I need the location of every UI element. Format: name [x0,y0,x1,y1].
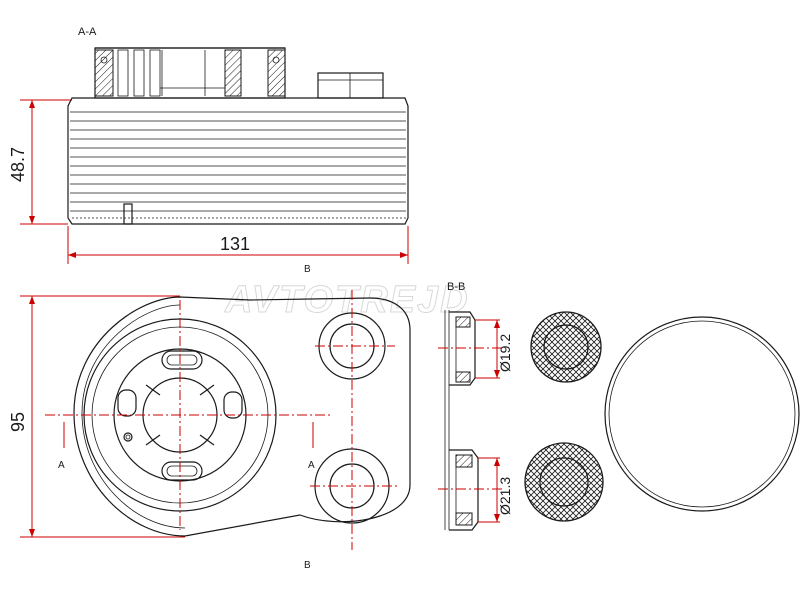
section-label-b-top: B [304,264,311,275]
cooler-stack-body [67,97,409,225]
gasket-small-lower [524,442,604,522]
width-dimension: 95 [8,295,185,538]
gasket-small-upper [530,311,602,383]
plan-view: A A B 95 [8,290,411,571]
top-boss [94,47,286,99]
gaskets [524,311,800,522]
dimension-length: 131 [220,234,250,254]
section-bb-view: B-B Ø19.2 Ø21.3 [438,281,513,531]
dimension-dia-upper: Ø19.2 [497,334,513,372]
section-label-bb: B-B [447,281,465,293]
dimension-width: 95 [8,412,28,432]
length-dimension: 131 [67,226,409,264]
height-dimension: 48.7 [8,99,72,225]
dimension-dia-lower: Ø21.3 [497,477,513,515]
plan-outline [73,296,411,537]
section-label-b-bottom: B [304,560,311,571]
section-label-aa: A-A [78,26,97,38]
gasket-large-oring [604,316,800,512]
section-label-a-right: A [308,460,315,471]
small-connector [317,72,384,99]
side-view: A-A [8,26,409,275]
dimension-height: 48.7 [8,147,28,182]
section-label-a-left: A [58,460,65,471]
